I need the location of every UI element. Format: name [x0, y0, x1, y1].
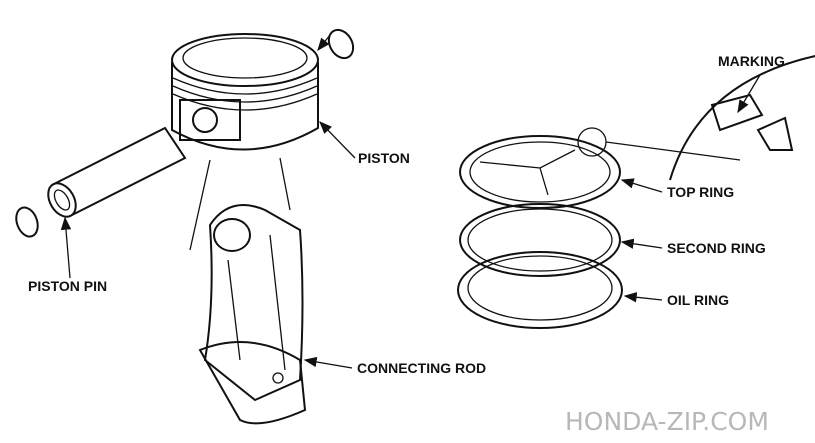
- piston-pin-clips: [15, 28, 355, 238]
- label-piston-pin: PISTON PIN: [28, 278, 107, 294]
- marking-detail: [577, 55, 815, 181]
- leader-arrows: [60, 34, 761, 369]
- piston-drawing: [171, 33, 319, 251]
- piston-rings-drawing: [457, 135, 623, 329]
- piston-pin-drawing: [47, 126, 187, 218]
- connecting-rod-drawing: [198, 204, 307, 425]
- label-connecting-rod: CONNECTING ROD: [357, 360, 486, 376]
- label-marking: MARKING: [718, 53, 785, 69]
- label-top-ring: TOP RING: [667, 184, 734, 200]
- label-piston: PISTON: [358, 150, 410, 166]
- label-oil-ring: OIL RING: [667, 292, 729, 308]
- label-second-ring: SECOND RING: [667, 240, 766, 256]
- watermark: HONDA-ZIP.COM: [565, 407, 769, 436]
